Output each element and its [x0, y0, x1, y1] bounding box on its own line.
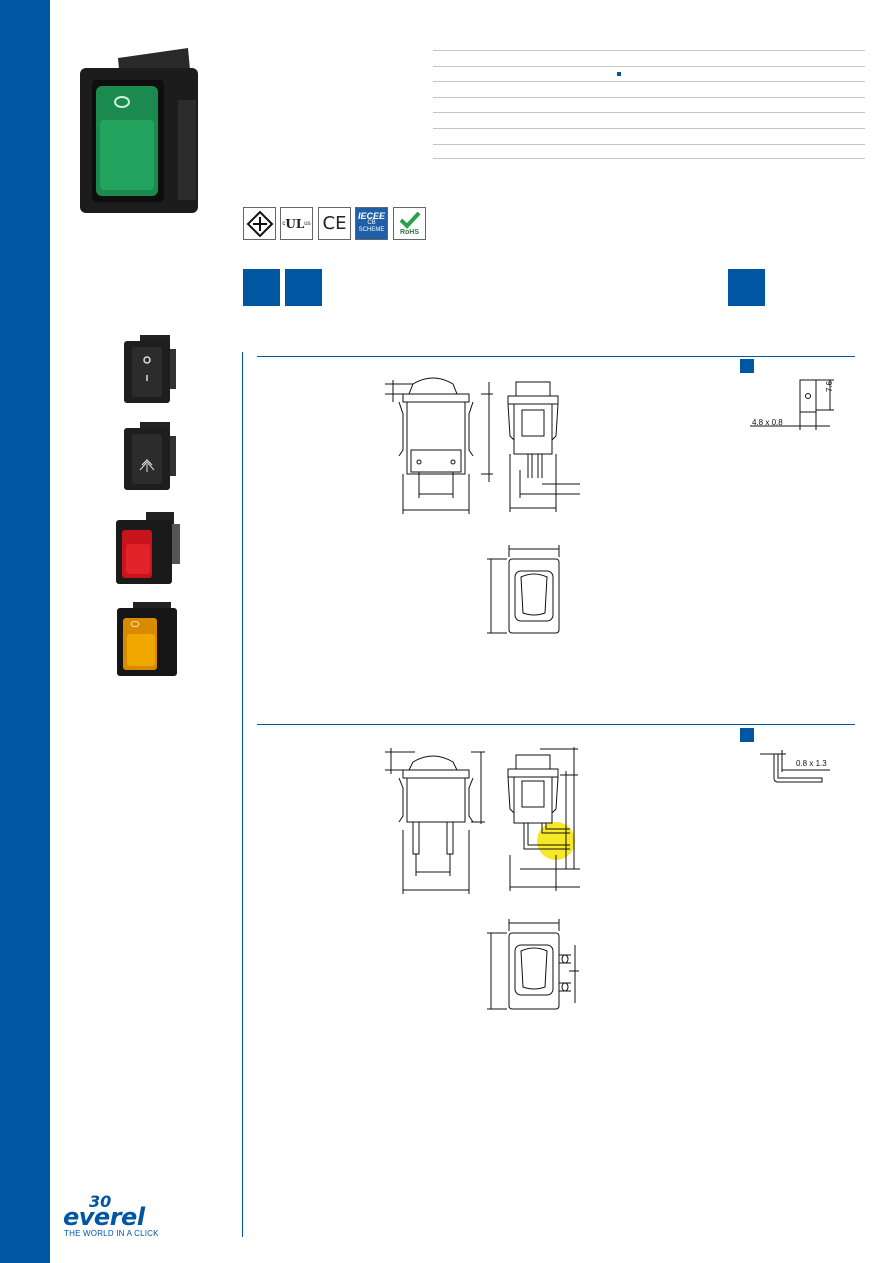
drawing-front-view-2 — [385, 748, 485, 894]
spec-row — [433, 143, 865, 160]
blue-box — [285, 269, 322, 306]
bullet-icon — [617, 72, 621, 76]
terminal-detail-2 — [760, 750, 830, 783]
terminal-dim-label: 4.8 x 0.8 — [752, 418, 783, 427]
rohs-mark-icon: RoHS — [393, 207, 426, 240]
product-thumb-black-light — [124, 422, 176, 490]
product-thumb-red — [116, 512, 180, 584]
section-marker — [740, 359, 754, 373]
enec-mark-icon — [243, 207, 276, 240]
spec-row — [433, 96, 865, 113]
product-thumb-black-oi — [124, 335, 176, 403]
vertical-divider — [242, 352, 243, 1237]
spec-row — [433, 81, 865, 97]
spec-row — [433, 65, 865, 82]
ce-mark-icon: CE — [318, 207, 351, 240]
terminal-detail-1 — [750, 379, 834, 430]
spec-row — [433, 127, 865, 144]
logo-tagline: THE WORLD IN A CLICK — [64, 1229, 159, 1238]
left-sidebar — [0, 0, 50, 1263]
logo-brand: everel — [63, 1203, 145, 1231]
spec-row — [433, 50, 865, 66]
section-divider — [257, 356, 855, 357]
height-dim-label: 7.6 — [825, 380, 834, 392]
product-photo-green-switch — [80, 48, 198, 213]
drawing-side-view-2 — [507, 747, 580, 891]
logo-number: 30 — [89, 1192, 112, 1211]
blue-box — [728, 269, 765, 306]
product-thumb-amber — [117, 602, 177, 676]
spec-table — [433, 50, 865, 160]
terminal-dim-label-2: 0.8 x 1.3 — [796, 759, 827, 768]
blue-box — [243, 269, 280, 306]
drawing-front-view-1 — [385, 377, 493, 514]
spec-row — [433, 112, 865, 128]
section-marker — [740, 728, 754, 742]
drawing-side-view-1 — [507, 381, 580, 512]
section-divider — [257, 724, 855, 725]
drawing-top-view-1 — [487, 545, 560, 634]
drawing-top-view-2 — [487, 919, 579, 1010]
